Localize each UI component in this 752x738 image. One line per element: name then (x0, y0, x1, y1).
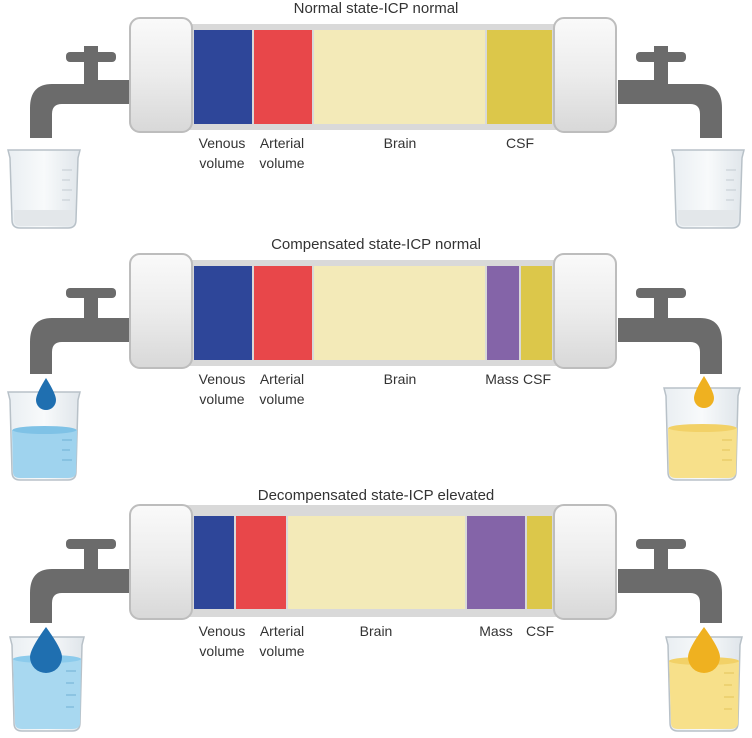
yellow-drop-icon (694, 376, 714, 408)
tube-cap-right (553, 504, 617, 620)
csf-block (521, 266, 552, 360)
panel-title: Normal state-ICP normal (293, 0, 459, 17)
panel-normal: Normal state-ICP normal (0, 0, 752, 246)
faucet-left-icon (30, 288, 134, 374)
venous-volume-block (194, 30, 252, 124)
venous-volume-block (194, 266, 252, 360)
faucet-right-icon (618, 46, 722, 138)
beaker-left-icon (7, 149, 81, 229)
tube-diagram (7, 253, 741, 481)
label-brain: Brain (383, 371, 417, 387)
faucet-left-icon (30, 46, 134, 138)
faucet-left-icon (30, 539, 134, 623)
tube-diagram (7, 17, 745, 229)
beaker-left-icon (9, 636, 85, 732)
mass-block (487, 266, 519, 360)
beaker-right-icon (665, 636, 743, 732)
arterial-volume-block (236, 516, 286, 609)
tube-cap-left (129, 504, 193, 620)
beaker-right-icon (663, 387, 741, 481)
label-mass: Mass (479, 623, 513, 639)
label-brain: Brain (359, 623, 393, 639)
mass-block (467, 516, 525, 609)
blue-drop-icon (36, 378, 56, 410)
tube-cap-left (129, 17, 193, 133)
tube-cap-right (553, 17, 617, 133)
label-mass: Mass (485, 371, 519, 387)
faucet-right-icon (618, 539, 722, 623)
brain-block (314, 30, 485, 124)
blue-drop-icon (30, 627, 62, 673)
label-brain: Brain (383, 135, 417, 151)
csf-block (527, 516, 552, 609)
label-csf: CSF (523, 371, 551, 387)
brain-block (314, 266, 485, 360)
label-csf: CSF (506, 135, 534, 151)
panel-compensated: Compensated state-ICP normal (0, 236, 752, 482)
tube-diagram (9, 504, 743, 732)
panel-title: Compensated state-ICP normal (271, 236, 481, 253)
csf-block (487, 30, 552, 124)
label-csf: CSF (526, 623, 554, 639)
panel-title: Decompensated state-ICP elevated (257, 487, 495, 504)
brain-block (288, 516, 465, 609)
tube-cap-left (129, 253, 193, 369)
beaker-left-icon (7, 391, 81, 481)
faucet-right-icon (618, 288, 722, 374)
arterial-volume-block (254, 266, 312, 360)
beaker-right-icon (671, 149, 745, 229)
panel-decompensated: Decompensated state-ICP elevated (0, 487, 752, 733)
tube-cap-right (553, 253, 617, 369)
arterial-volume-block (254, 30, 312, 124)
venous-volume-block (194, 516, 234, 609)
yellow-drop-icon (688, 627, 720, 673)
